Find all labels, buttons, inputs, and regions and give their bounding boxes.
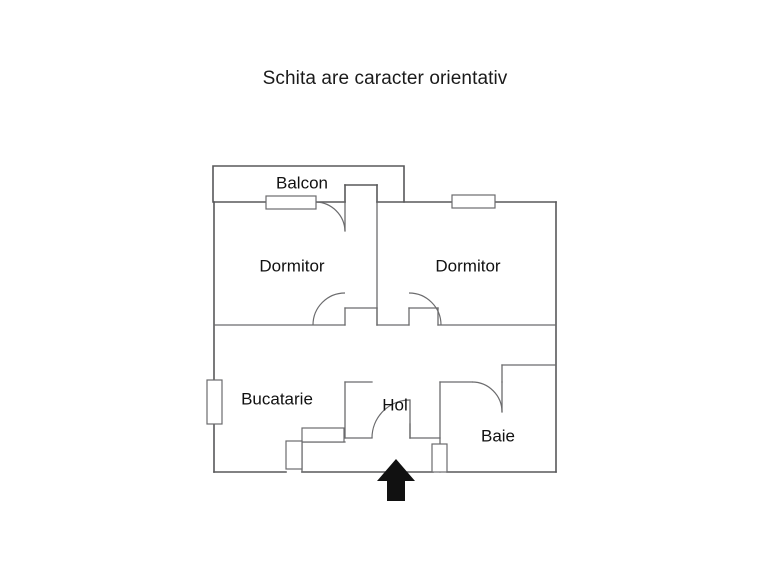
balcon-outline [212, 165, 405, 203]
room-label-bucatarie: Bucatarie [241, 389, 313, 408]
room-label-baie: Baie [481, 426, 515, 445]
door-entrance-arc [371, 399, 411, 439]
door-balcon-arc [315, 201, 346, 232]
room-label-balcon: Balcon [276, 173, 328, 192]
room-label-dormitor-2: Dormitor [435, 256, 501, 275]
door-baie-arc [471, 381, 503, 413]
window-balcon [265, 195, 317, 210]
window-bucatarie-left [206, 379, 223, 425]
window-dormitor-right [451, 194, 496, 209]
room-label-dormitor-1: Dormitor [259, 256, 325, 275]
room-balcon [212, 165, 405, 203]
door-dormitor-right-arc [408, 292, 442, 326]
doors [312, 201, 503, 439]
windows [206, 194, 496, 473]
room-labels: Balcon Dormitor Dormitor Bucatarie Hol B… [241, 173, 515, 445]
door-dormitor-left-arc [312, 292, 346, 326]
interior-walls [213, 201, 557, 473]
page-title: Schita are caracter orientativ [262, 68, 508, 89]
building-outline [213, 184, 557, 473]
window-baie [431, 443, 448, 473]
entrance-arrow-icon [377, 459, 415, 501]
room-label-hol: Hol [382, 395, 408, 414]
window-bucatarie-corner [285, 440, 303, 470]
entrance-arrow-shape [377, 459, 415, 501]
window-bucatarie-bottom [301, 427, 345, 443]
